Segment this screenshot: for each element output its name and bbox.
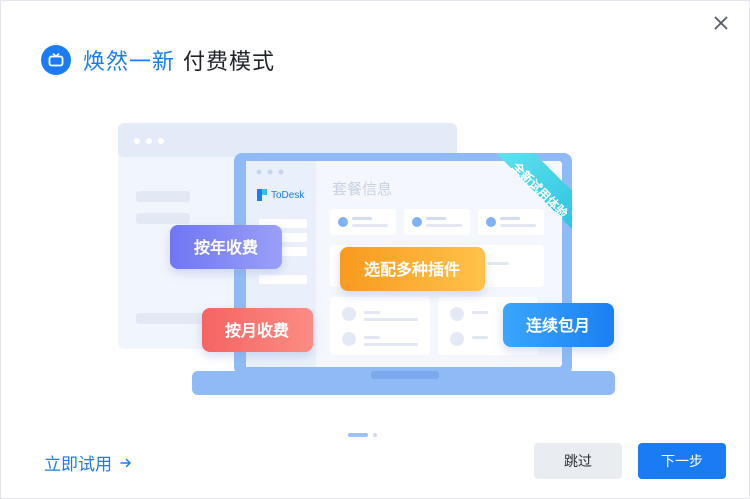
todesk-logo-text: ToDesk xyxy=(271,190,305,201)
dialog-header: 焕然一新 付费模式 xyxy=(41,45,275,75)
tag-yearly: 按年收费 xyxy=(170,225,282,269)
next-button[interactable]: 下一步 xyxy=(638,443,726,479)
arrow-right-icon xyxy=(120,457,132,469)
tag-plugins-label: 选配多种插件 xyxy=(364,260,460,279)
tag-continuous-label: 连续包月 xyxy=(526,316,590,335)
back-window xyxy=(118,123,457,349)
skip-button[interactable]: 跳过 xyxy=(534,443,622,479)
ribbon-label: 全新试用体验 xyxy=(509,158,572,221)
laptop: ToDesk 套餐信息 xyxy=(192,153,615,395)
try-now-label: 立即试用 xyxy=(44,455,112,475)
close-icon xyxy=(714,16,728,30)
panel-title: 套餐信息 xyxy=(332,180,392,198)
tag-monthly: 按月收费 xyxy=(202,308,313,352)
close-button[interactable] xyxy=(710,12,732,34)
tag-continuous: 连续包月 xyxy=(503,303,614,347)
tag-monthly-label: 按月收费 xyxy=(225,321,289,340)
todesk-round-icon xyxy=(41,45,71,75)
tag-plugins: 选配多种插件 xyxy=(340,247,485,291)
trial-ribbon: 全新试用体验 xyxy=(496,153,572,229)
page-indicator xyxy=(348,433,377,437)
try-now-link[interactable]: 立即试用 xyxy=(44,450,132,475)
page-dot[interactable] xyxy=(373,433,377,437)
page-title: 付费模式 xyxy=(183,50,276,75)
title-accent: 焕然一新 xyxy=(83,50,176,75)
page-dot-active[interactable] xyxy=(348,433,368,437)
tag-yearly-label: 按年收费 xyxy=(194,238,258,257)
